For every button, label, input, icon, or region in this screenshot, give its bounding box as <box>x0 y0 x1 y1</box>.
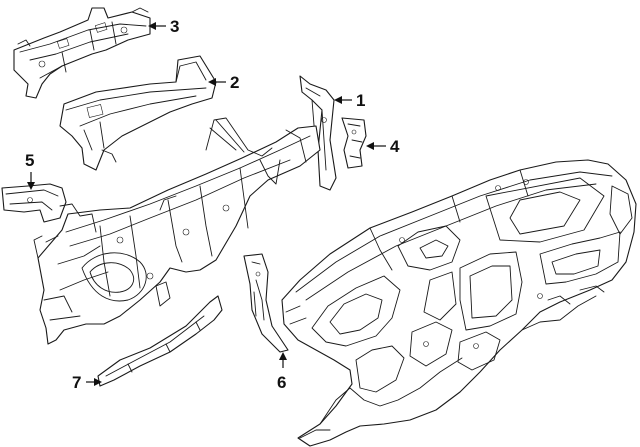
callout-7: 7 <box>72 373 102 392</box>
callout-2: 2 <box>208 73 239 92</box>
callout-label-3: 3 <box>170 17 179 36</box>
callout-label-7: 7 <box>72 373 81 392</box>
callout-label-6: 6 <box>277 373 286 392</box>
callout-6: 6 <box>277 352 287 392</box>
callout-1: 1 <box>334 91 365 110</box>
part-4-side-bracket <box>341 117 367 169</box>
part-5-end-bracket <box>1 183 67 223</box>
callout-3: 3 <box>148 17 179 36</box>
callout-4: 4 <box>366 137 400 156</box>
callout-label-2: 2 <box>230 73 239 92</box>
part-2-reinforcement <box>59 55 217 171</box>
cross-car-beam <box>33 117 321 345</box>
part-3-upper-bracket <box>13 7 151 99</box>
callout-label-5: 5 <box>25 151 34 170</box>
part-7-lower-bar <box>97 295 223 387</box>
part-6-vertical-brace <box>243 253 289 353</box>
callout-label-4: 4 <box>390 137 400 156</box>
callout-label-1: 1 <box>356 91 365 110</box>
callout-5: 5 <box>25 151 35 190</box>
instrument-panel <box>281 159 637 447</box>
